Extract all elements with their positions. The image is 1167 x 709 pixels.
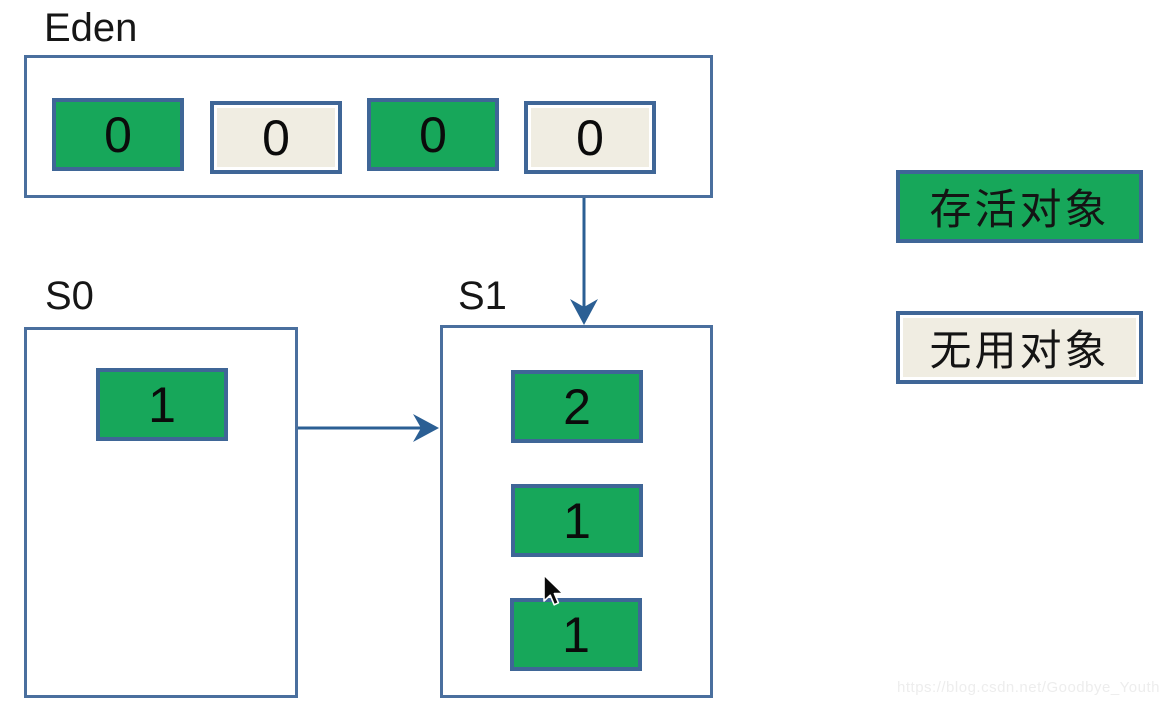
s1-cell-2: 1 xyxy=(510,598,642,671)
s1-label: S1 xyxy=(458,274,507,318)
s0-label: S0 xyxy=(45,274,94,318)
legend-garbage-box: 无用对象 xyxy=(896,311,1143,384)
s1-cell-0: 2 xyxy=(511,370,643,443)
mouse-cursor-icon xyxy=(543,574,564,606)
legend-live-box: 存活对象 xyxy=(896,170,1143,243)
cell-value: 0 xyxy=(576,109,604,166)
cell-value: 1 xyxy=(562,606,590,663)
cell-value: 1 xyxy=(148,376,176,433)
cell-value: 0 xyxy=(419,106,447,163)
s1-cell-1: 1 xyxy=(511,484,643,557)
arrow-eden-to-s1-icon xyxy=(570,198,598,325)
eden-label: Eden xyxy=(44,6,138,50)
watermark: https://blog.csdn.net/Goodbye_Youth xyxy=(897,679,1160,696)
eden-cell-0: 0 xyxy=(52,98,184,171)
legend-garbage-label: 无用对象 xyxy=(929,326,1110,375)
legend-live-label: 存活对象 xyxy=(929,185,1110,234)
cell-value: 0 xyxy=(262,109,290,166)
eden-cell-1: 0 xyxy=(210,101,342,174)
arrow-s0-to-s1-icon xyxy=(298,414,439,442)
cell-value: 1 xyxy=(563,492,591,549)
cell-value: 0 xyxy=(104,106,132,163)
eden-cell-2: 0 xyxy=(367,98,499,171)
cell-value: 2 xyxy=(563,378,591,435)
eden-cell-3: 0 xyxy=(524,101,656,174)
s0-cell-0: 1 xyxy=(96,368,228,441)
